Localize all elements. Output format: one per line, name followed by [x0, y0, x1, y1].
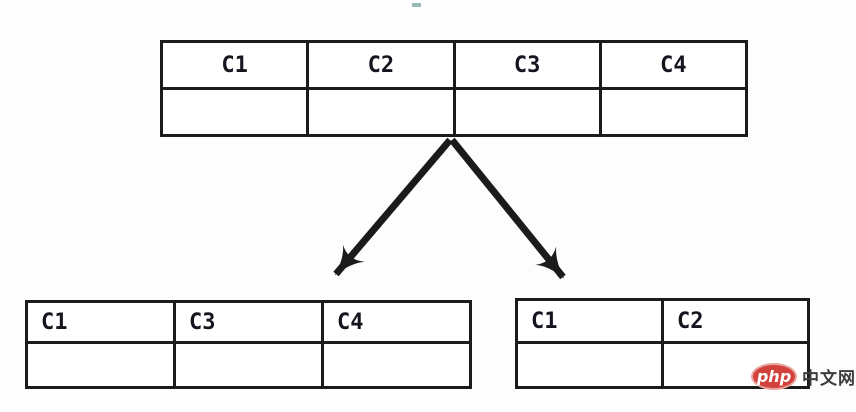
source-header-cell-c1: C1 — [159, 40, 310, 90]
right-empty-cell — [515, 341, 664, 389]
source-empty-cell — [306, 87, 456, 137]
left-header-cell-c4: C4 — [321, 300, 472, 344]
php-logo-badge: php — [751, 363, 797, 390]
left-table-header-row: C1 C3 C4 — [25, 300, 472, 344]
split-left-table: C1 C3 C4 — [25, 300, 472, 389]
source-empty-cell — [159, 87, 310, 137]
source-table-empty-row — [159, 87, 749, 137]
split-arrow-left — [333, 137, 453, 277]
source-header-cell-c3: C3 — [452, 40, 602, 90]
right-header-cell-c1: C1 — [515, 298, 664, 344]
source-table-header-row: C1 C2 C3 C4 — [159, 40, 749, 90]
left-empty-cell — [321, 341, 472, 389]
right-header-cell-c2: C2 — [661, 298, 810, 344]
source-empty-cell — [452, 87, 602, 137]
right-table-header-row: C1 C2 — [515, 298, 810, 344]
source-header-cell-c2: C2 — [306, 40, 456, 90]
split-right-table: C1 C2 — [515, 298, 810, 389]
source-header-cell-c4: C4 — [598, 40, 749, 90]
split-arrow-right — [449, 137, 566, 280]
right-table-empty-row — [515, 341, 810, 389]
source-empty-cell — [598, 87, 749, 137]
left-table-empty-row — [25, 341, 472, 389]
left-empty-cell — [173, 341, 324, 389]
watermark: php 中文网 — [751, 363, 856, 390]
left-header-cell-c3: C3 — [173, 300, 324, 344]
left-header-cell-c1: C1 — [25, 300, 176, 344]
source-table: C1 C2 C3 C4 — [159, 40, 749, 137]
scan-artifact-mark — [412, 3, 421, 7]
left-empty-cell — [25, 341, 176, 389]
watermark-site-text: 中文网 — [802, 369, 856, 389]
